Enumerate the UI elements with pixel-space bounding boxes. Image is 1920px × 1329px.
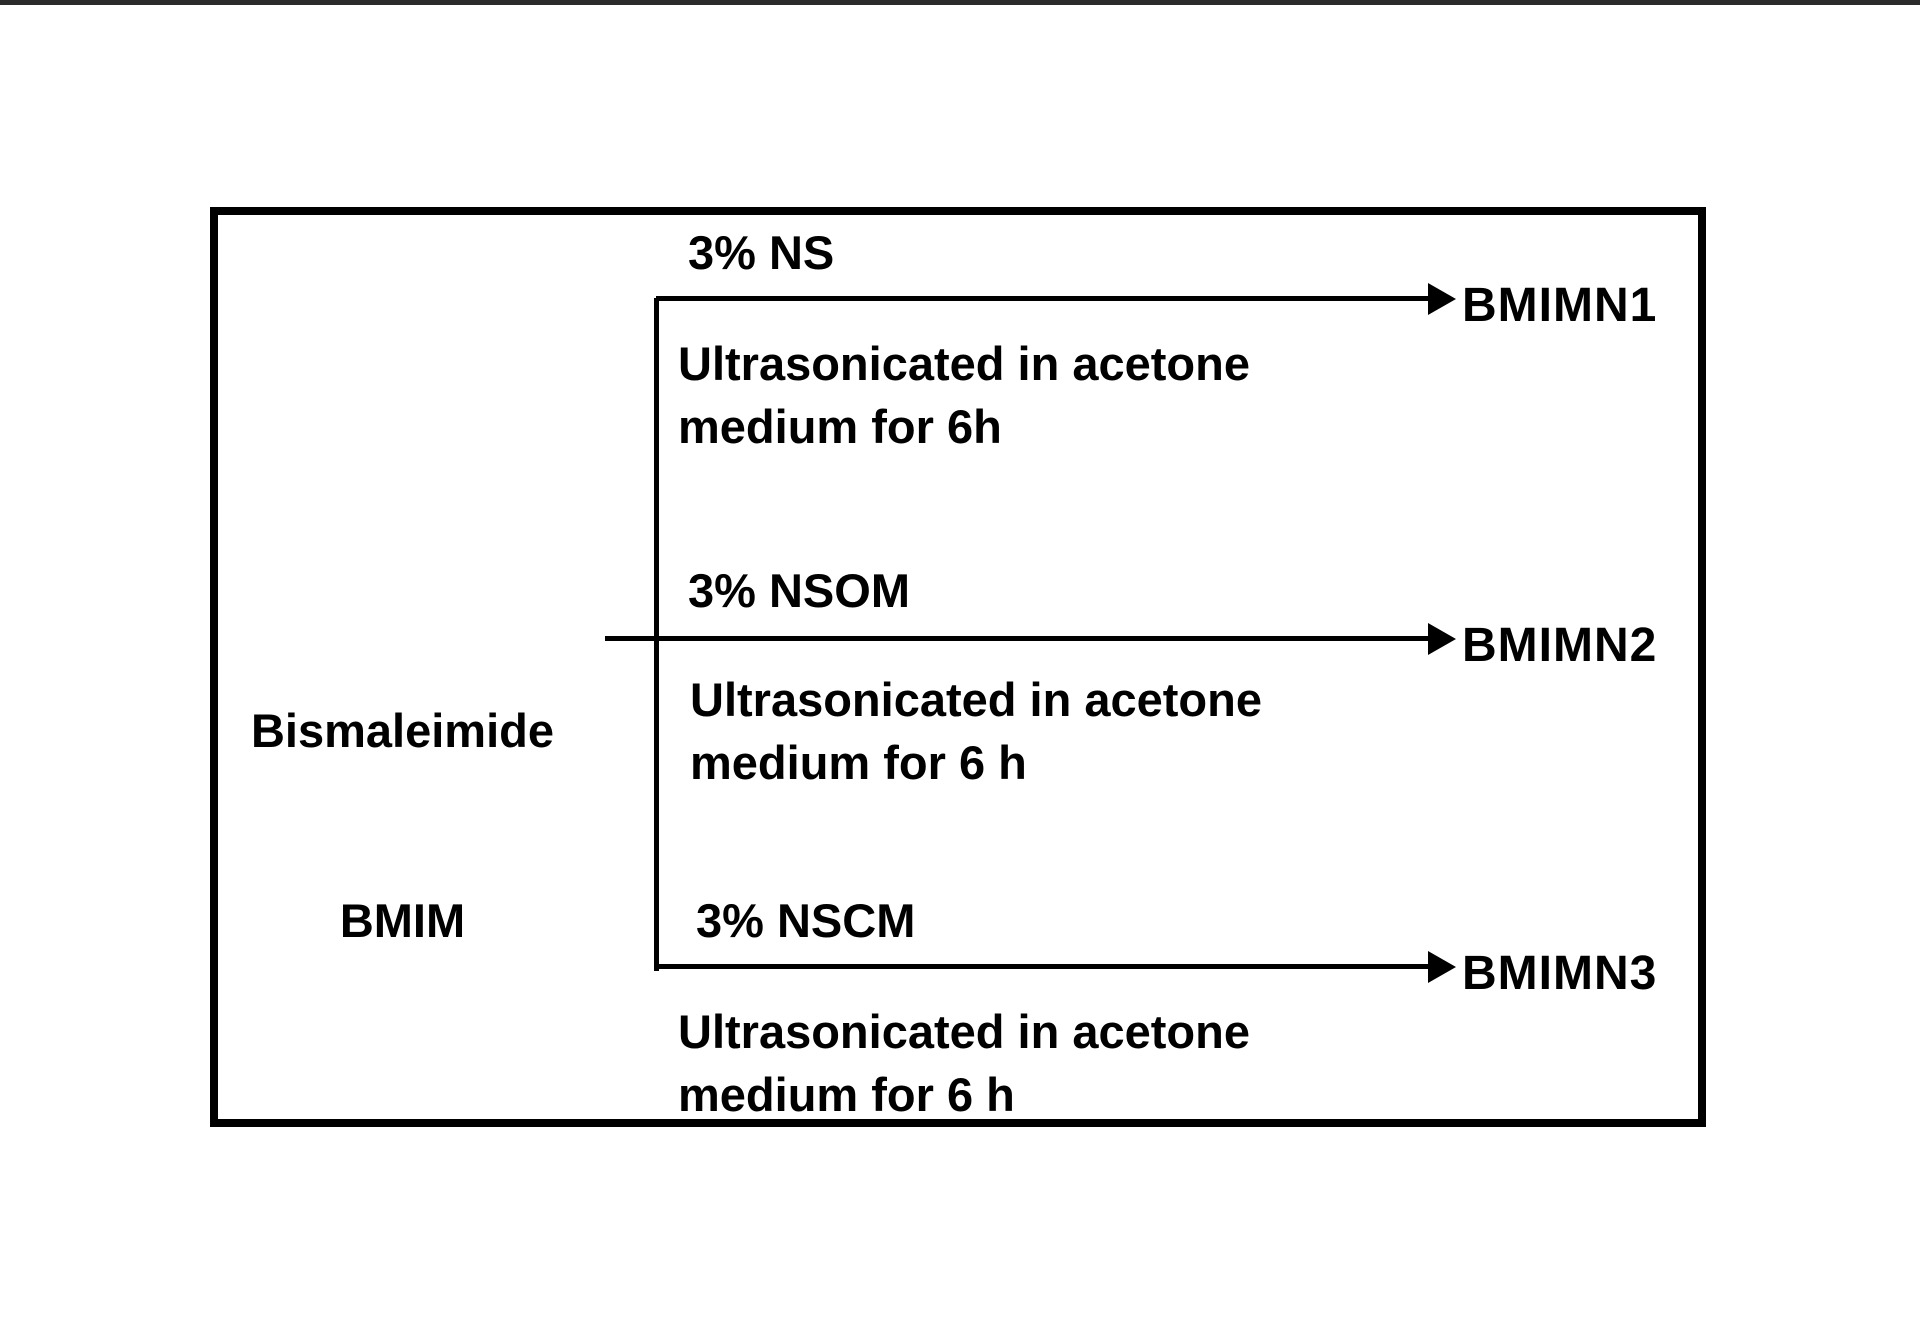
branch1-process-label: Ultrasonicated in acetone medium for 6h [678,332,1250,458]
branch3-product-label: BMIMN3 [1462,947,1658,1000]
branch1-reagent-label: 3% NS [688,226,835,279]
branch2-arrow-line [605,636,1436,641]
branch2-reagent-label: 3% NSOM [688,564,910,617]
branch3-process-line2: medium for 6 h [678,1068,1015,1121]
arrow-right-icon [1428,623,1456,655]
branch3-process-label: Ultrasonicated in acetone medium for 6 h [678,1000,1250,1126]
branch3-process-line1: Ultrasonicated in acetone [678,1005,1250,1058]
page-top-border [0,0,1920,5]
branch2-process-label: Ultrasonicated in acetone medium for 6 h [690,668,1262,794]
source-abbreviation: BMIM [339,894,466,947]
branch2-process-line2: medium for 6 h [690,736,1027,789]
source-name: Bismaleimide [250,704,555,757]
branch1-arrow-line [656,296,1436,301]
diagram-frame [210,207,1706,1127]
branch3-reagent-label: 3% NSCM [696,894,916,947]
branch2-product-label: BMIMN2 [1462,619,1658,672]
arrow-right-icon [1428,951,1456,983]
branch2-process-line1: Ultrasonicated in acetone [690,673,1262,726]
trunk-connector-line [654,298,659,971]
arrow-right-icon [1428,283,1456,315]
branch1-process-line2: medium for 6h [678,400,1002,453]
branch1-product-label: BMIMN1 [1462,279,1658,332]
source-label: Bismaleimide BMIM [230,596,575,1056]
branch1-process-line1: Ultrasonicated in acetone [678,337,1250,390]
branch3-arrow-line [656,964,1436,969]
